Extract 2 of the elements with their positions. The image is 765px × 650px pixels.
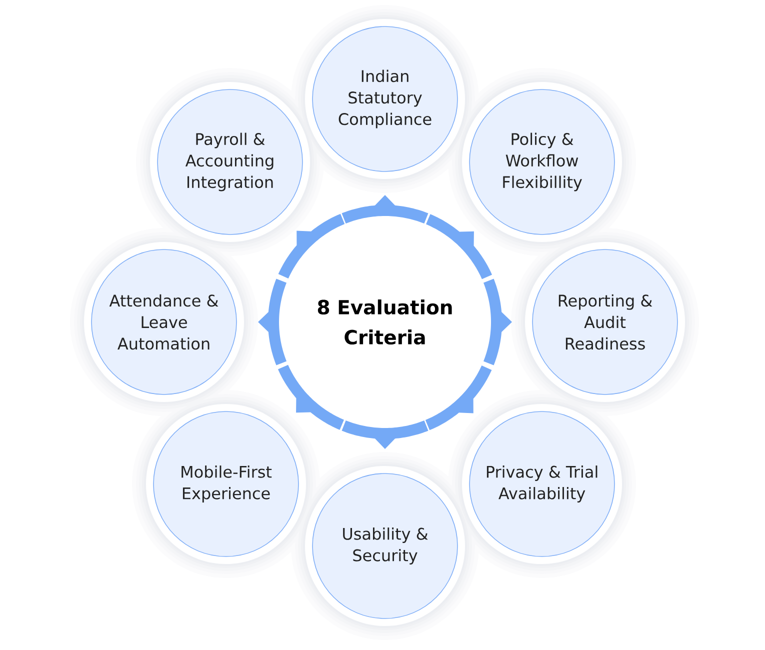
- segmented-ring: 8 Evaluation Criteria: [258, 195, 512, 449]
- node-label: 8 Evaluation Criteria: [318, 299, 452, 345]
